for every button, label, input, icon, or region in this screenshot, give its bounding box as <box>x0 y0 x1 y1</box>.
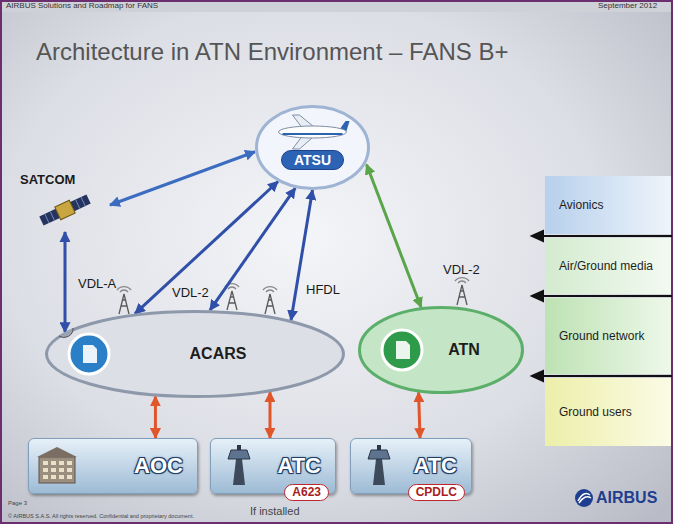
link-arrow <box>367 165 422 308</box>
node-label: AOC <box>134 453 183 479</box>
antenna-symbol <box>117 287 131 314</box>
antenna-symbol <box>263 287 277 314</box>
node-label: Ground network <box>559 329 644 343</box>
layer-band: Ground network <box>545 298 671 374</box>
text-label: AIRBUS Solutions and Roadmap for FANS <box>6 1 158 10</box>
network-node: ACARS <box>45 310 345 398</box>
text-label: If installed <box>250 505 300 517</box>
tag-label: A623 <box>284 484 329 501</box>
ground-user-box: AOC <box>28 438 198 494</box>
atn-icon <box>358 306 524 394</box>
link-arrow <box>210 188 295 310</box>
link-arrow <box>154 396 157 438</box>
network-node: ATSU <box>255 105 370 190</box>
node-label: Air/Ground media <box>559 259 653 273</box>
node-label: SATCOM <box>20 172 110 187</box>
ellipse-outline <box>255 105 370 190</box>
arrow-head <box>532 371 543 381</box>
node-label: Avionics <box>559 198 603 212</box>
link-arrow <box>291 190 313 320</box>
link-arrow <box>135 182 278 314</box>
layer-band: Ground users <box>545 378 671 446</box>
antenna-symbol <box>455 278 469 305</box>
node-label: Ground users <box>559 405 632 419</box>
airbus-logo-icon <box>575 489 593 507</box>
node-label: ATSU <box>281 150 344 170</box>
text-label: © AIRBUS S.A.S. All rights reserved. Con… <box>8 513 194 519</box>
network-node: ATN <box>358 306 524 394</box>
link-arrow <box>64 232 67 332</box>
ground-user-box: ATCA623 <box>210 438 336 494</box>
link-label: VDL-2 <box>443 262 480 277</box>
link-arrow <box>419 392 420 438</box>
link-label: VDL-2 <box>172 285 209 300</box>
node-label: ATC <box>277 453 321 479</box>
link-arrow <box>110 152 255 205</box>
slide-title: Architecture in ATN Environment – FANS B… <box>36 38 508 66</box>
link-arrow <box>268 392 271 438</box>
tag-label: CPDLC <box>408 484 465 501</box>
arrow-head <box>532 291 543 301</box>
layer-band: Avionics <box>545 176 671 234</box>
text-label: Page 3 <box>8 500 27 506</box>
layer-band: Air/Ground media <box>545 238 671 294</box>
network-node: SATCOM <box>20 172 110 232</box>
layer-arrow <box>542 295 672 297</box>
layer-arrow <box>542 375 672 377</box>
ground-user-box: ATCCPDLC <box>350 438 472 494</box>
node-label: ATC <box>413 453 457 479</box>
arrow-head <box>532 231 543 241</box>
node-label: ATN <box>448 341 480 359</box>
link-label: VDL-A <box>78 276 116 291</box>
layer-arrow <box>542 235 672 237</box>
link-label: HFDL <box>306 282 340 297</box>
atsu-icon <box>255 105 370 190</box>
text-label: AIRBUS <box>596 489 657 507</box>
layer-arrows <box>532 231 672 381</box>
text-label: September 2012 <box>598 1 657 10</box>
node-label: ACARS <box>190 345 247 363</box>
